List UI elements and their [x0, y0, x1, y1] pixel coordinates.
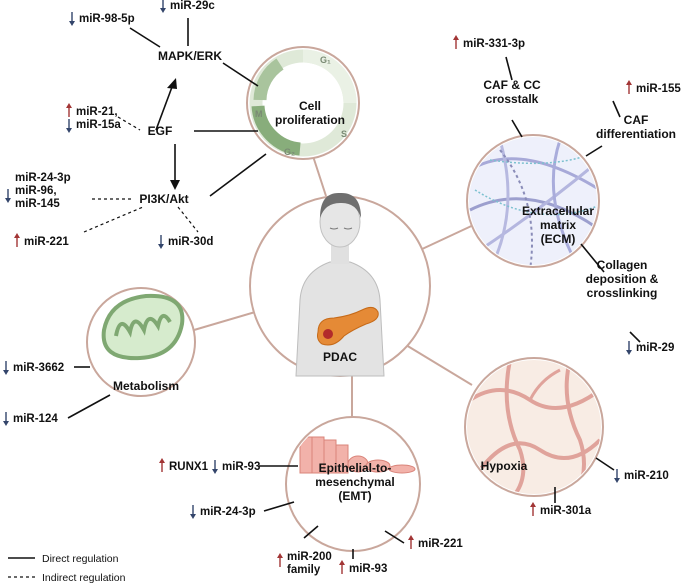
up-arrow-icon	[277, 553, 283, 567]
mitochondrion-icon	[101, 293, 185, 361]
hypoxia-title: Hypoxia	[481, 459, 528, 473]
mir221-prolif-edge	[83, 206, 144, 233]
caf-diff-to-ecm-edge	[585, 145, 603, 157]
mirna-label-mir210: miR-210	[624, 470, 669, 482]
mir24-emt-edge	[263, 501, 295, 512]
down-arrow-icon	[158, 235, 164, 249]
mir30d-edge	[177, 206, 199, 233]
hypoxia-module: Hypoxia	[464, 357, 604, 497]
mirna-label-mir124: miR-124	[13, 413, 58, 425]
phase-g1-label: G₁	[320, 55, 331, 65]
pancreas-icon	[317, 306, 379, 346]
blood-vessel-icon	[467, 360, 601, 494]
mir155-edge	[612, 100, 621, 118]
pdac-center: PDAC	[249, 192, 431, 377]
legend-indirect-label: Indirect regulation	[42, 572, 126, 584]
phase-g2-label: G₂	[284, 147, 295, 157]
legend-direct-label: Direct regulation	[42, 553, 119, 565]
down-arrow-icon	[3, 361, 9, 375]
down-arrow-icon	[3, 412, 9, 426]
metabolism-module: Metabolism	[86, 287, 196, 397]
down-arrow-icon	[160, 0, 166, 13]
mirna-label-mir3662: miR-3662	[13, 362, 64, 374]
up-arrow-icon	[626, 80, 632, 94]
mirna-label-mir221-prolif: miR-221	[24, 236, 69, 248]
mirna-label-mir221-emt: miR-221	[418, 538, 463, 550]
up-arrow-icon	[66, 103, 72, 117]
down-arrow-icon	[66, 119, 72, 133]
human-figure-icon	[295, 192, 385, 377]
mirna-label-mir29: miR-29	[636, 342, 674, 354]
up-arrow-icon	[339, 560, 345, 574]
mirna-label-mir301a: miR-301a	[540, 505, 592, 517]
mirna-label-mir331: miR-331-3p	[463, 38, 525, 50]
down-arrow-icon	[212, 460, 218, 474]
up-arrow-icon	[530, 502, 536, 516]
metabolism-title: Metabolism	[113, 379, 179, 393]
signaling-edges	[83, 18, 267, 233]
egf-to-mapk-edge	[155, 86, 173, 131]
down-arrow-icon	[69, 12, 75, 26]
emt-title: Epithelial-to-mesenchymal(EMT)	[315, 461, 394, 503]
module-edges	[67, 366, 615, 559]
mir331-edge	[505, 56, 513, 81]
up-arrow-icon	[408, 535, 414, 549]
phase-m-label: M	[255, 109, 263, 119]
up-arrow-icon	[453, 35, 459, 49]
mirna-label-mir155: miR-155	[636, 83, 681, 95]
pi3k-akt-node: PI3K/Akt	[139, 192, 188, 206]
mirna-label-mir93-bot: miR-93	[349, 563, 387, 575]
mir98-edge	[129, 27, 161, 48]
mapk-to-prolif-edge	[222, 62, 259, 87]
down-arrow-icon	[190, 505, 196, 519]
mirna-label-mir30d: miR-30d	[168, 236, 213, 248]
egf-node: EGF	[148, 124, 173, 138]
down-arrow-icon	[626, 341, 632, 355]
mapk-erk-node: MAPK/ERK	[158, 49, 222, 63]
mir21-edge	[117, 116, 141, 131]
phase-s-label: S	[341, 129, 347, 139]
caf-cc-to-ecm-edge	[511, 119, 523, 138]
up-arrow-icon	[159, 458, 165, 472]
mirna-label-mir24-emt: miR-24-3p	[200, 506, 256, 518]
mir29-edge	[629, 331, 641, 343]
mirna-label-mir93-top: miR-93	[222, 461, 260, 473]
legend: Direct regulation Indirect regulation	[8, 553, 126, 584]
pdac-label: PDAC	[323, 350, 357, 364]
ecm-to-collagen-edge	[580, 243, 605, 273]
mir124-edge	[67, 394, 111, 419]
down-arrow-icon	[5, 189, 11, 203]
mirna-label-mir98: miR-98-5p	[79, 13, 135, 25]
up-arrow-icon	[14, 233, 20, 247]
down-arrow-icon	[614, 469, 620, 483]
pi3k-to-prolif-edge	[209, 153, 267, 197]
mirna-label-runx1: RUNX1	[169, 461, 209, 473]
mir221-emt-edge	[384, 530, 405, 544]
mir200-edge	[303, 525, 319, 539]
mirna-label-mir21-15a: miR-21,miR-15a	[76, 106, 121, 131]
mir210-edge	[595, 457, 615, 471]
ecm-fibers-icon	[469, 137, 597, 265]
ecm-edges	[505, 56, 641, 343]
emt-module: Epithelial-to-mesenchymal(EMT)	[285, 416, 421, 552]
mirna-label-mir29c: miR-29c	[170, 0, 215, 12]
